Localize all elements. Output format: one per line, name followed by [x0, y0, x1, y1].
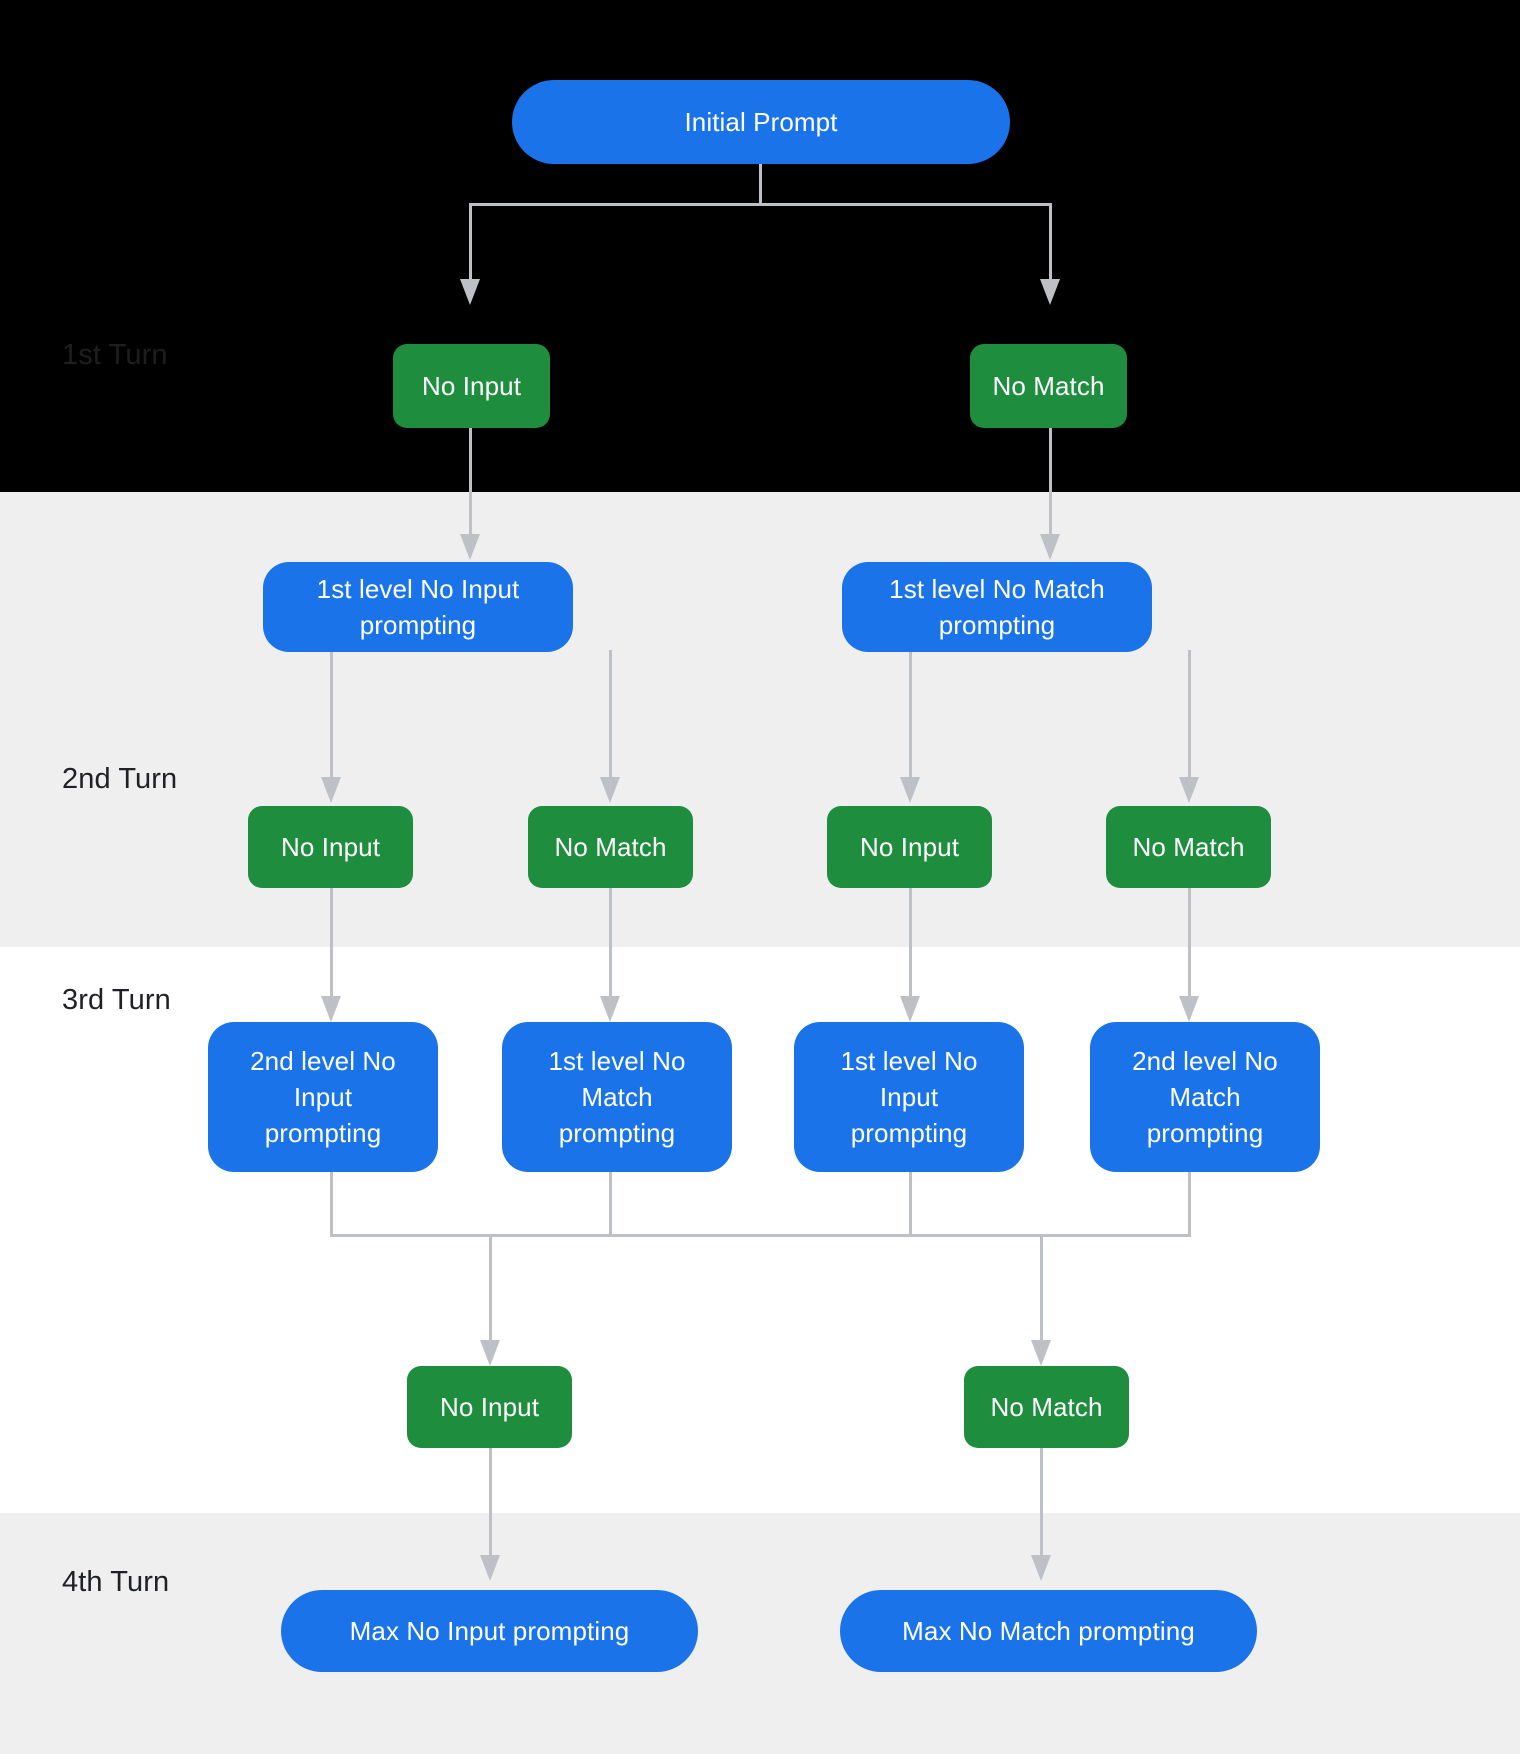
- arrow-head-icon: [321, 777, 341, 803]
- node-t2-no-match-b[interactable]: No Match: [1106, 806, 1271, 888]
- node-t2-no-input-b[interactable]: No Input: [827, 806, 992, 888]
- node-max-no-match-prompting[interactable]: Max No Match prompting: [840, 1590, 1257, 1672]
- node-t3-prompt-2nd-no-input[interactable]: 2nd level No Input prompting: [208, 1022, 438, 1172]
- connector-t1ni-to-t2prompt: [469, 427, 472, 537]
- connector-t3ni-to-max: [489, 1430, 492, 1558]
- connector-root-bus: [469, 203, 1052, 206]
- arrow-head-icon: [1040, 534, 1060, 560]
- connector-root-stem: [759, 145, 762, 205]
- connector-t2p2-to-ni: [909, 650, 912, 780]
- node-t1-no-input[interactable]: No Input: [393, 344, 550, 428]
- turn-band-2: [0, 492, 1520, 947]
- turn-band-1: [0, 0, 1520, 492]
- node-t2-no-input-a[interactable]: No Input: [248, 806, 413, 888]
- node-t3-no-input[interactable]: No Input: [407, 1366, 572, 1448]
- node-t2-prompt-no-input[interactable]: 1st level No Input prompting: [263, 562, 573, 652]
- arrow-head-icon: [1179, 996, 1199, 1022]
- connector-t2p1-to-nm: [609, 650, 612, 780]
- connector-t1nm-to-t2prompt: [1049, 427, 1052, 537]
- arrow-head-icon: [600, 996, 620, 1022]
- connector-t2ni2-to-t3p3: [909, 886, 912, 999]
- connector-t3p3-down: [909, 1172, 912, 1237]
- node-t3-no-match[interactable]: No Match: [964, 1366, 1129, 1448]
- arrow-head-icon: [600, 777, 620, 803]
- arrow-head-icon: [460, 534, 480, 560]
- arrow-head-icon: [480, 1340, 500, 1366]
- arrow-head-icon: [1179, 777, 1199, 803]
- node-max-no-input-prompting[interactable]: Max No Input prompting: [281, 1590, 698, 1672]
- node-t3-prompt-1st-no-input[interactable]: 1st level No Input prompting: [794, 1022, 1024, 1172]
- connector-t3p1-down: [330, 1172, 333, 1237]
- connector-t3nm-to-max: [1040, 1430, 1043, 1558]
- node-t3-prompt-2nd-no-match[interactable]: 2nd level No Match prompting: [1090, 1022, 1320, 1172]
- node-t2-no-match-a[interactable]: No Match: [528, 806, 693, 888]
- connector-root-to-t1-no-match: [1049, 203, 1052, 283]
- turn-label-3rd: 3rd Turn: [62, 984, 171, 1016]
- connector-t3p2-down: [609, 1172, 612, 1237]
- arrow-head-icon: [1031, 1340, 1051, 1366]
- arrow-head-icon: [1040, 279, 1060, 305]
- connector-merge-bus: [330, 1234, 1191, 1237]
- arrow-head-icon: [480, 1555, 500, 1581]
- arrow-head-icon: [900, 996, 920, 1022]
- connector-t2nm2-to-t3p4: [1188, 886, 1191, 999]
- connector-t2ni-to-t3p1: [330, 886, 333, 999]
- arrow-head-icon: [1031, 1555, 1051, 1581]
- arrow-head-icon: [321, 996, 341, 1022]
- connector-merge-to-t3-no-input: [489, 1234, 492, 1344]
- node-t3-prompt-1st-no-match[interactable]: 1st level No Match prompting: [502, 1022, 732, 1172]
- connector-merge-to-t3-no-match: [1040, 1234, 1043, 1344]
- turn-label-2nd: 2nd Turn: [62, 763, 178, 795]
- connector-t3p4-down: [1188, 1172, 1191, 1237]
- connector-t2p2-to-nm: [1188, 650, 1191, 780]
- turn-label-4th: 4th Turn: [62, 1566, 170, 1598]
- node-t2-prompt-no-match[interactable]: 1st level No Match prompting: [842, 562, 1152, 652]
- turn-band-4: [0, 1513, 1520, 1754]
- connector-root-to-t1-no-input: [469, 203, 472, 283]
- arrow-head-icon: [460, 279, 480, 305]
- connector-t2nm-to-t3p2: [609, 886, 612, 999]
- arrow-head-icon: [900, 777, 920, 803]
- node-t1-no-match[interactable]: No Match: [970, 344, 1127, 428]
- turn-label-1st: 1st Turn: [62, 339, 168, 371]
- connector-t2p1-to-ni: [330, 650, 333, 780]
- node-initial-prompt[interactable]: Initial Prompt: [512, 80, 1010, 164]
